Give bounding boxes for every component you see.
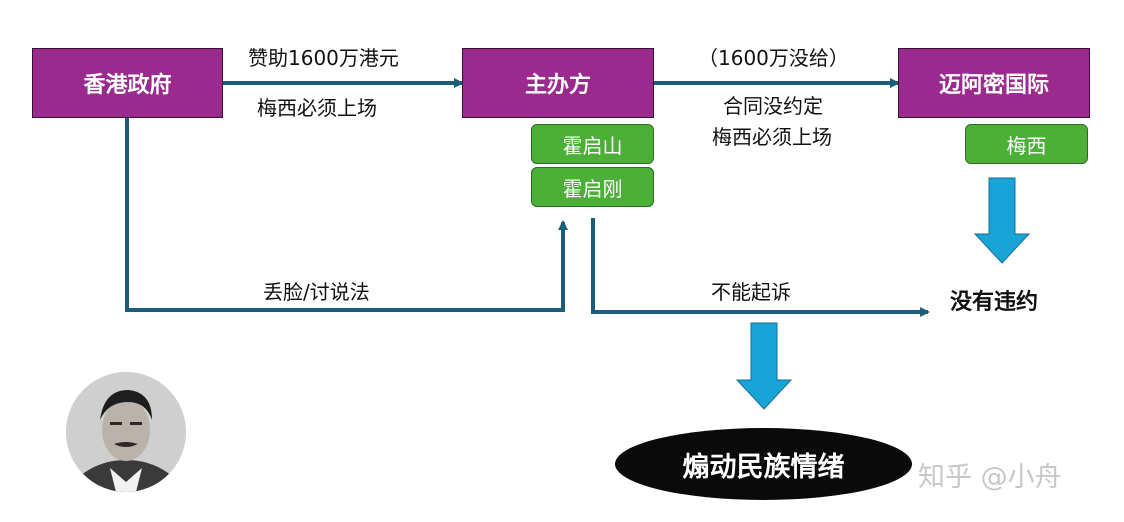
edge-label-cannot-sue: 不能起诉 — [711, 280, 791, 304]
node-messi: 梅西 — [965, 124, 1088, 164]
outcome-incite-label: 煽动民族情绪 — [682, 451, 845, 483]
edge-label-lose-face: 丢脸/讨说法 — [263, 280, 370, 304]
edge-label-contract-line1: 合同没约定 — [723, 94, 823, 118]
arrow-hkgov-lose-face-to-organizer — [125, 118, 568, 312]
edge-label-contract-line2: 梅西必须上场 — [712, 125, 832, 149]
edge-label-sponsor-condition: 梅西必须上场 — [257, 96, 377, 120]
node-hk-gov-label: 香港政府 — [83, 73, 172, 98]
node-organizer-label: 主办方 — [524, 73, 591, 98]
node-inter-miami: 迈阿密国际 — [898, 48, 1090, 118]
edge-label-not-paid: （1600万没给） — [698, 46, 849, 70]
node-inter-miami-label: 迈阿密国际 — [938, 73, 1049, 98]
outcome-no-breach: 没有违约 — [950, 290, 1039, 315]
avatar — [66, 372, 186, 492]
down-arrow-messi — [973, 177, 1031, 264]
outcome-incite-ellipse: 煽动民族情绪 — [615, 428, 912, 500]
node-huo-qishan-label: 霍启山 — [562, 133, 623, 158]
watermark: 知乎 @小舟 — [918, 462, 1062, 493]
avatar-portrait-icon — [66, 372, 186, 492]
node-organizer: 主办方 — [462, 48, 654, 118]
node-messi-label: 梅西 — [1006, 133, 1047, 158]
edge-label-sponsor: 赞助1600万港元 — [248, 46, 399, 70]
arrow-organizer-to-no-breach — [591, 218, 930, 317]
node-huo-qigang: 霍启刚 — [531, 167, 654, 207]
down-arrow-incite — [735, 322, 793, 410]
node-hk-gov: 香港政府 — [32, 48, 223, 118]
node-huo-qishan: 霍启山 — [531, 124, 654, 164]
node-huo-qigang-label: 霍启刚 — [562, 176, 623, 201]
